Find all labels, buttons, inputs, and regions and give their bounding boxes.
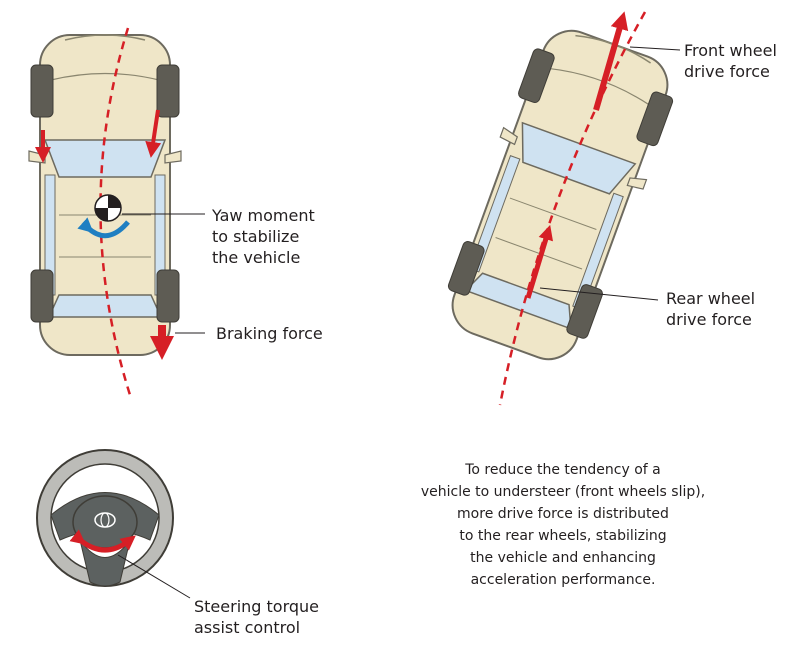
steering-label: Steering torque assist control bbox=[194, 596, 319, 638]
front-right-force-arrow bbox=[145, 109, 162, 158]
yaw-moment-arrow bbox=[77, 217, 130, 239]
braking-force-label: Braking force bbox=[216, 324, 323, 343]
steering-torque-arrow bbox=[69, 529, 136, 553]
caption-line-4: to the rear wheels, stabilizing bbox=[459, 528, 667, 544]
car-left bbox=[28, 27, 205, 396]
yaw-moment-line-3: the vehicle bbox=[212, 248, 301, 267]
steering-line-2: assist control bbox=[194, 618, 301, 637]
front-wheel-leader-line bbox=[629, 46, 681, 51]
car-right-path-line bbox=[498, 11, 647, 406]
front-wheel-force-arrow bbox=[593, 11, 629, 111]
steering-wheel-icon bbox=[36, 449, 191, 599]
rear-wheel-leader-line bbox=[539, 287, 659, 301]
steering-line-1: Steering torque bbox=[194, 597, 320, 616]
car-right bbox=[432, 11, 688, 406]
caption-line-1: To reduce the tendency of a bbox=[465, 462, 661, 478]
yaw-moment-label: Yaw moment to stabilize the vehicle bbox=[212, 205, 315, 268]
center-of-gravity-icon bbox=[94, 194, 122, 222]
rear-wheel-line-2: drive force bbox=[666, 310, 752, 329]
front-wheel-line-1: Front wheel bbox=[684, 41, 777, 60]
front-wheel-label: Front wheel drive force bbox=[684, 40, 777, 82]
yaw-moment-line-2: to stabilize bbox=[212, 227, 300, 246]
rear-wheel-line-1: Rear wheel bbox=[666, 289, 756, 308]
rear-wheel-force-arrow bbox=[525, 224, 554, 299]
rear-wheel-label: Rear wheel drive force bbox=[666, 288, 755, 330]
front-wheel-line-2: drive force bbox=[684, 62, 770, 81]
caption-line-5: the vehicle and enhancing bbox=[470, 550, 656, 566]
caption-line-6: acceleration performance. bbox=[470, 572, 656, 588]
caption-line-3: more drive force is distributed bbox=[457, 506, 669, 522]
yaw-moment-line-1: Yaw moment bbox=[212, 206, 315, 225]
explanation-caption: To reduce the tendency of a vehicle to u… bbox=[388, 459, 738, 591]
caption-line-2: vehicle to understeer (front wheels slip… bbox=[420, 484, 706, 500]
steering-leader-line bbox=[117, 554, 191, 599]
